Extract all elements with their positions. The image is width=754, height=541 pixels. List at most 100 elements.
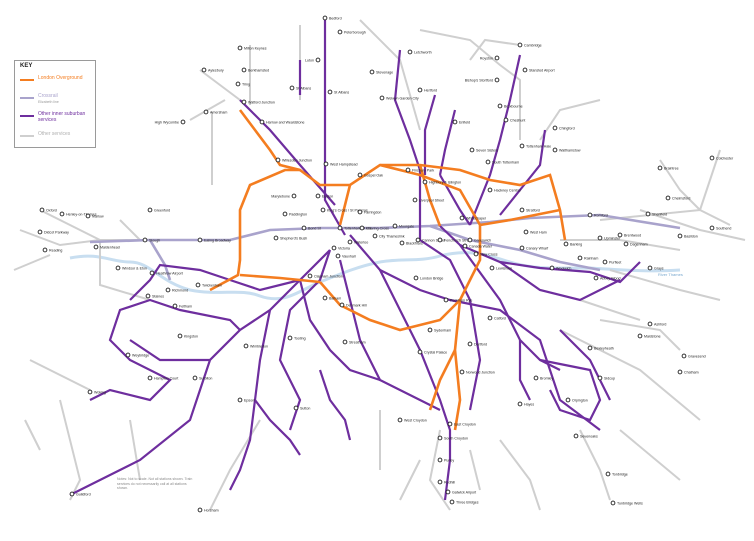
station-label: High Wycombe: [155, 121, 179, 125]
station-marker: [39, 207, 45, 213]
key-sub-crossrail: Elizabeth line: [38, 100, 59, 104]
station-label: Willesden Junction: [282, 159, 312, 163]
station: Peckham Rye: [443, 297, 472, 303]
inner-suburban-lines: [69, 18, 641, 501]
station-label: Heathrow Airport: [156, 272, 183, 276]
station-label: Tottenham Ct Rd: [344, 227, 371, 231]
station: Amersham: [203, 109, 227, 115]
station-label: Whitechapel: [466, 217, 486, 221]
station: Finsbury Park: [405, 167, 434, 173]
station-label: Braintree: [664, 167, 679, 171]
stations-layer: BedfordPeterboroughCambridgeLetchworthRo…: [37, 15, 734, 513]
station-label: Ealing Broadway: [204, 239, 231, 243]
station-marker: [180, 119, 186, 125]
station-label: Moorgate: [399, 225, 414, 229]
station-marker: [243, 343, 249, 349]
station-label: Abbey Wood: [600, 277, 621, 281]
station-label: Stratford: [526, 209, 540, 213]
station-label: St Albans: [334, 91, 349, 95]
station-label: Three Bridges: [456, 501, 479, 505]
station-label: Rainham: [584, 257, 598, 261]
station-label: Cannon Street: [422, 239, 445, 243]
station-marker: [42, 247, 48, 253]
station: Grays: [647, 265, 664, 271]
station-marker: [473, 251, 479, 257]
station-marker: [172, 303, 178, 309]
station-label: Twickenham: [202, 284, 222, 288]
station: Heathrow Airport: [149, 270, 183, 276]
station-marker: [392, 223, 398, 229]
station-label: London Bridge: [420, 277, 443, 281]
map-footnote: Notes: Not to scale. Not all stations sh…: [117, 477, 193, 490]
station-label: Marylebone: [271, 195, 290, 199]
station-label: Guildford: [76, 493, 91, 497]
station: Shenfield: [645, 211, 667, 217]
station-label: Welwyn Garden City: [386, 97, 419, 101]
station-label: Upminster: [604, 237, 621, 241]
station-label: Feltham: [179, 305, 192, 309]
station-marker: [565, 397, 571, 403]
station: Reading: [42, 247, 62, 253]
station-label: Purfleet: [609, 261, 621, 265]
station-label: South Croydon: [444, 437, 468, 441]
other-services-lines: [13, 19, 746, 511]
station: Woolwich: [549, 265, 571, 271]
station-label: Luton: [305, 59, 314, 63]
station-label: Reading: [49, 249, 62, 253]
station: Marlow: [85, 213, 104, 219]
station-label: West Croydon: [404, 419, 427, 423]
station-label: Sidcup: [604, 377, 615, 381]
station-label: Stevenage: [376, 71, 393, 75]
station-label: Cheshunt: [510, 119, 525, 123]
station-marker: [145, 293, 151, 299]
station-label: Purley: [444, 459, 454, 463]
station: Norwood Junction: [459, 369, 495, 375]
station-marker: [69, 491, 75, 497]
station-label: Lewisham: [496, 267, 512, 271]
station: Bexleyheath: [587, 345, 614, 351]
station: New Cross: [473, 251, 498, 257]
station-marker: [241, 67, 247, 73]
station: Purfleet: [602, 259, 621, 265]
station-marker: [237, 45, 243, 51]
key-label-crossrail-text: Crossrail: [38, 93, 58, 99]
station-label: Dartford: [474, 343, 487, 347]
station: Orpington: [565, 397, 588, 403]
station-label: Gospel Oak: [364, 174, 383, 178]
station-marker: [665, 195, 671, 201]
station: Tonbridge: [605, 471, 628, 477]
station: Milton Keynes: [237, 45, 267, 51]
station: Lewisham: [489, 265, 512, 271]
station-marker: [37, 229, 43, 235]
station-label: Crystal Palace: [424, 351, 447, 355]
station: Purley: [437, 457, 454, 463]
station: Woking: [87, 389, 106, 395]
station-label: Shenfield: [652, 213, 667, 217]
crossrail-branch: [429, 224, 601, 272]
station-marker: [59, 211, 65, 217]
station: King's Cross / St Pancras: [320, 207, 368, 213]
key-label-overground: London Overground: [38, 75, 83, 81]
station: Rainham: [577, 255, 598, 261]
station: Greenwich: [467, 237, 491, 243]
station-label: Surbiton: [199, 377, 212, 381]
station: East Croydon: [447, 421, 476, 427]
station-marker: [485, 159, 491, 165]
key-swatch-inner-suburban: [20, 115, 34, 117]
station: Seven Sisters: [469, 147, 498, 153]
station: Tottenham Ct Rd: [337, 225, 371, 231]
station: Walthamstow: [552, 147, 581, 153]
station: Sydenham: [427, 327, 451, 333]
station: Clapham Junction: [307, 273, 343, 279]
station: Twickenham: [195, 282, 222, 288]
station-marker: [323, 161, 329, 167]
station-label: Bishop's Stortford: [465, 79, 493, 83]
station-marker: [301, 225, 307, 231]
station-label: Broxbourne: [504, 105, 523, 109]
station-label: Orpington: [572, 399, 588, 403]
station: Brentwood: [617, 232, 641, 238]
station: Charing Cross: [359, 225, 389, 231]
station: Royston: [480, 55, 500, 61]
overground-lines: [209, 109, 567, 431]
